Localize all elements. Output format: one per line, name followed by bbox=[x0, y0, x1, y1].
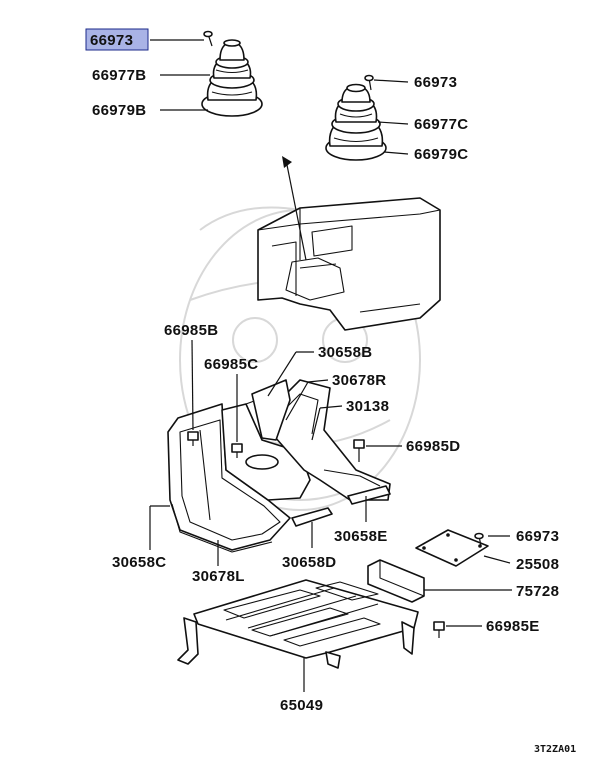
bolt-66985b bbox=[187, 431, 199, 446]
label-30678l[interactable]: 30678L bbox=[192, 568, 245, 585]
highlight-box bbox=[85, 28, 149, 51]
label-30138[interactable]: 30138 bbox=[346, 398, 389, 415]
label-66979c[interactable]: 66979C bbox=[414, 146, 468, 163]
bolt-66985e bbox=[433, 621, 445, 638]
label-30678r[interactable]: 30678R bbox=[332, 372, 386, 389]
diagram-code: 3T2ZA01 bbox=[534, 744, 576, 755]
label-66985c[interactable]: 66985C bbox=[204, 356, 258, 373]
label-30658b[interactable]: 30658B bbox=[318, 344, 372, 361]
label-66973-top[interactable]: 66973 bbox=[90, 32, 133, 49]
part-labels: 66973 66977B 66979B 66973 66977C 66979C … bbox=[90, 32, 559, 714]
label-30658e[interactable]: 30658E bbox=[334, 528, 388, 545]
label-66973-lower[interactable]: 66973 bbox=[516, 528, 559, 545]
label-66977b[interactable]: 66977B bbox=[92, 67, 146, 84]
vehicle-body-sketch bbox=[257, 156, 441, 331]
label-75728[interactable]: 75728 bbox=[516, 583, 559, 600]
shift-boot-c bbox=[325, 83, 387, 161]
label-66977c[interactable]: 66977C bbox=[414, 116, 468, 133]
cover-plate-25508 bbox=[415, 529, 489, 567]
bolt-66973-c bbox=[474, 532, 484, 547]
leader-lines bbox=[149, 39, 512, 692]
bolt-66973-b bbox=[364, 74, 374, 91]
bracket-75728 bbox=[367, 559, 425, 603]
floor-console-assembly bbox=[167, 379, 391, 553]
label-66985b[interactable]: 66985B bbox=[164, 322, 218, 339]
bolt-66985c bbox=[231, 443, 243, 458]
label-66985e[interactable]: 66985E bbox=[486, 618, 540, 635]
label-65049[interactable]: 65049 bbox=[280, 697, 323, 714]
bolt-66985d bbox=[353, 439, 365, 462]
label-25508[interactable]: 25508 bbox=[516, 556, 559, 573]
label-30658d[interactable]: 30658D bbox=[282, 554, 336, 571]
shift-boot-b bbox=[201, 39, 263, 117]
label-30658c[interactable]: 30658C bbox=[112, 554, 166, 571]
label-66979b[interactable]: 66979B bbox=[92, 102, 146, 119]
label-66973-right[interactable]: 66973 bbox=[414, 74, 457, 91]
bolt-66973-a bbox=[203, 30, 213, 47]
label-66985d[interactable]: 66985D bbox=[406, 438, 460, 455]
floor-plate-65049 bbox=[177, 579, 419, 669]
